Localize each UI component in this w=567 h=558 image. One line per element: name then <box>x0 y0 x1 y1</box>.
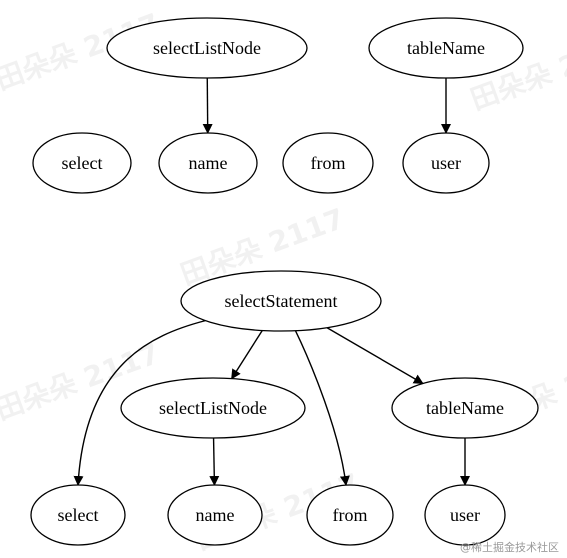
node-b-selectListNode: selectListNode <box>120 377 306 439</box>
node-t-user: user <box>402 132 490 194</box>
node-label: from <box>311 153 346 173</box>
node-ellipse <box>158 132 258 194</box>
node-ellipse <box>402 132 490 194</box>
node-label: tableName <box>407 38 485 58</box>
node-ellipse <box>391 377 539 439</box>
node-t-from: from <box>282 132 374 194</box>
node-ellipse <box>30 484 126 546</box>
node-label: name <box>196 505 235 525</box>
node-ellipse <box>32 132 132 194</box>
node-b-user: user <box>424 484 506 546</box>
node-label: tableName <box>426 398 504 418</box>
node-b-selectStatement: selectStatement <box>180 270 382 332</box>
node-label: user <box>431 153 461 173</box>
node-ellipse <box>167 484 263 546</box>
node-ellipse <box>120 377 306 439</box>
node-t-select: select <box>32 132 132 194</box>
source-credit: @稀土掘金技术社区 <box>460 541 559 554</box>
node-layer: selectListNode tableName select name from use… <box>30 17 539 546</box>
node-ellipse <box>424 484 506 546</box>
edge-b-selectListNode-to-b-name <box>209 437 220 487</box>
node-label: select <box>62 153 103 173</box>
node-ellipse <box>106 17 308 79</box>
node-b-from: from <box>306 484 394 546</box>
edge-b-selectStatement-to-b-selectListNode <box>231 330 263 380</box>
node-ellipse <box>282 132 374 194</box>
edge-b-selectStatement-to-b-tableName <box>326 327 424 385</box>
edge-b-selectStatement-to-b-from <box>294 330 350 486</box>
node-ellipse <box>306 484 394 546</box>
node-label: from <box>333 505 368 525</box>
node-ellipse <box>180 270 382 332</box>
edge-layer <box>73 77 470 487</box>
node-label: selectListNode <box>159 398 267 418</box>
node-label: user <box>450 505 480 525</box>
node-label: select <box>58 505 99 525</box>
node-label: selectStatement <box>225 291 338 311</box>
node-t-tableName: tableName <box>368 17 524 79</box>
node-label: selectListNode <box>153 38 261 58</box>
node-b-tableName: tableName <box>391 377 539 439</box>
node-ellipse <box>368 17 524 79</box>
node-label: name <box>189 153 228 173</box>
edge-b-selectStatement-to-b-select <box>73 319 206 486</box>
node-b-name: name <box>167 484 263 546</box>
node-t-name: name <box>158 132 258 194</box>
node-t-selectListNode: selectListNode <box>106 17 308 79</box>
node-b-select: select <box>30 484 126 546</box>
